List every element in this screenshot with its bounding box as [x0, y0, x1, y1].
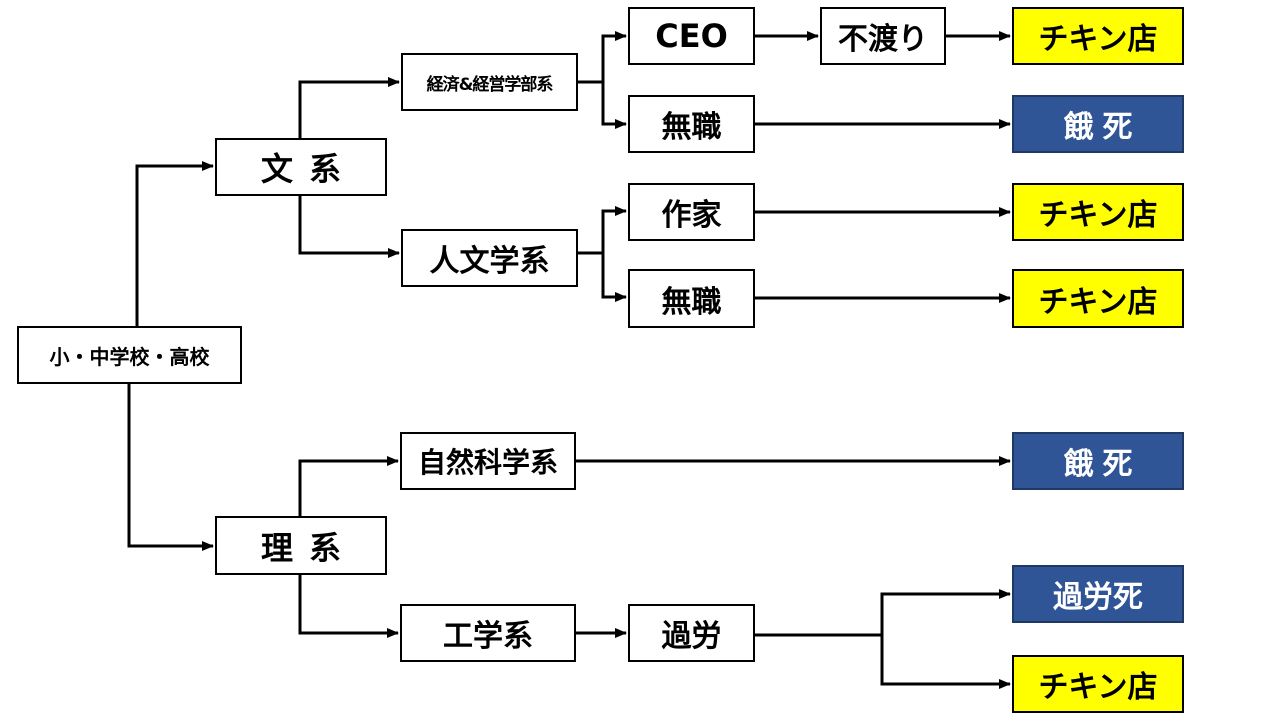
- outcome-starvation-2: 餓死: [1012, 432, 1184, 490]
- arrow-school-to-humanities: [135, 161, 214, 326]
- arrow-econ-to-unemployed: [601, 82, 627, 129]
- arrow-liberal-to-writer: [578, 206, 627, 255]
- econ-node: 経済&経営学部系: [401, 53, 578, 111]
- outcome-chicken-shop-1: チキン店: [1012, 7, 1184, 65]
- liberal-arts-node: 人文学系: [401, 229, 578, 287]
- unemployed-node-2: 無職: [628, 269, 755, 328]
- natural-sci-node: 自然科学系: [400, 432, 576, 490]
- arrow-econ-to-ceo: [578, 31, 627, 84]
- school-node: 小・中学校・高校: [17, 326, 242, 384]
- arrow-science-to-engineering: [298, 575, 399, 638]
- humanities-node: 文系: [215, 138, 387, 196]
- outcome-chicken-shop-2: チキン店: [1012, 183, 1184, 241]
- engineering-node: 工学系: [400, 604, 576, 662]
- arrow-school-to-science: [127, 384, 214, 551]
- arrow-overwork-to-death: [755, 589, 1011, 637]
- unemployed-node-1: 無職: [628, 95, 755, 153]
- arrow-liberal-to-unemployed: [601, 253, 627, 302]
- writer-node: 作家: [628, 183, 755, 241]
- bounced-check-node: 不渡り: [820, 7, 946, 65]
- arrow-humanities-to-econ: [298, 77, 400, 138]
- science-node: 理系: [215, 516, 387, 575]
- outcome-chicken-shop-3: チキン店: [1012, 269, 1184, 328]
- arrow-overwork-to-chicken: [880, 635, 1011, 689]
- outcome-overwork-death: 過労死: [1012, 565, 1184, 623]
- ceo-node: CEO: [628, 7, 755, 65]
- outcome-starvation-1: 餓死: [1012, 95, 1184, 153]
- arrow-humanities-to-liberal-arts: [298, 196, 400, 258]
- arrow-science-to-natural-sci: [298, 456, 399, 516]
- outcome-chicken-shop-4: チキン店: [1012, 655, 1184, 713]
- overwork-node: 過労: [628, 604, 755, 662]
